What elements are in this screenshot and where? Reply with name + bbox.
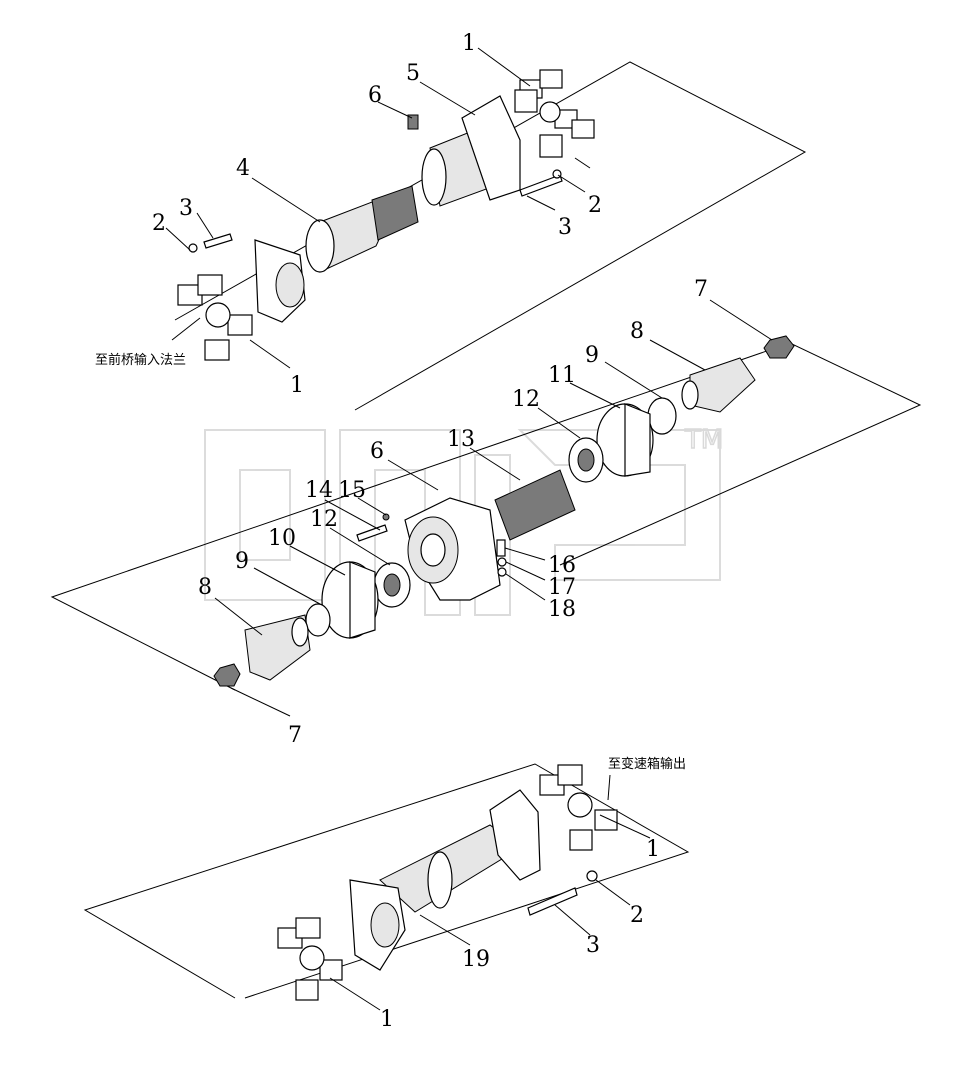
watermark-logo: TM [204, 424, 724, 616]
callout-12-right: 12 [512, 387, 540, 412]
callout-19: 19 [462, 947, 490, 972]
note-gearbox-output: 至变速箱输出 [608, 756, 686, 772]
callout-1-bottom-left: 1 [380, 1007, 394, 1032]
callout-8-right: 8 [630, 319, 644, 344]
callout-8-left: 8 [198, 575, 212, 600]
callout-3-top-left: 3 [179, 196, 193, 221]
callout-6-top: 6 [368, 83, 382, 108]
callout-7-right: 7 [694, 277, 708, 302]
callout-13: 13 [447, 427, 475, 452]
top-assembly [165, 47, 807, 411]
callout-9-left: 9 [235, 549, 249, 574]
callout-17: 17 [548, 575, 576, 600]
callout-14: 14 [305, 478, 333, 503]
callout-numbers: 1 5 6 4 3 2 2 3 1 7 8 9 11 12 13 6 14 15… [152, 31, 708, 1032]
callout-11: 11 [548, 363, 576, 388]
callout-12-left: 12 [310, 507, 338, 532]
note-front-axle-input-flange: 至前桥输入法兰 [95, 352, 186, 368]
callout-7-left: 7 [288, 723, 302, 748]
callout-6-middle: 6 [370, 439, 384, 464]
callout-2-top-left: 2 [152, 211, 166, 236]
middle-assembly [50, 299, 922, 717]
callout-9-right: 9 [585, 343, 599, 368]
callout-18: 18 [548, 597, 576, 622]
watermark-tm: TM [684, 425, 723, 455]
bottom-assembly [83, 763, 690, 1011]
callout-2-top-right: 2 [588, 193, 602, 218]
callout-1-top-right: 1 [462, 31, 476, 56]
callout-4: 4 [236, 156, 250, 181]
callout-2-bottom: 2 [630, 903, 644, 928]
callout-1-top-left: 1 [290, 373, 304, 398]
callout-3-top-right: 3 [558, 215, 572, 240]
callout-3-bottom: 3 [586, 933, 600, 958]
callout-16: 16 [548, 553, 576, 578]
callout-10: 10 [268, 526, 296, 551]
callout-15: 15 [338, 478, 366, 503]
callout-5: 5 [406, 61, 420, 86]
callout-1-bottom-right: 1 [646, 837, 660, 862]
